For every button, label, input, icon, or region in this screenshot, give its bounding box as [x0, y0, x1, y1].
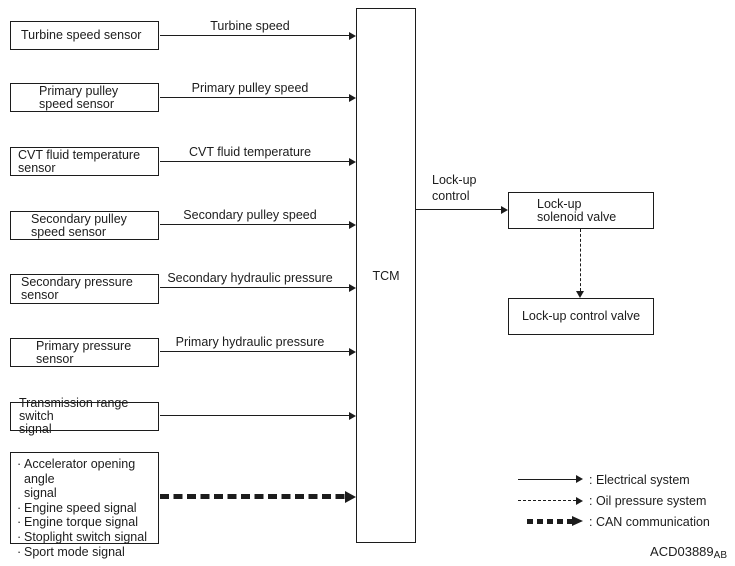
- bullet-icon: ·: [17, 544, 22, 559]
- bullet-icon: ·: [17, 515, 22, 530]
- signal-label-secondary-hydraulic-pressure: Secondary hydraulic pressure: [167, 271, 333, 285]
- box-label: Transmission range switch signal: [19, 396, 129, 436]
- arrow-secondary-hydraulic-pressure: [160, 282, 356, 293]
- box-tcm: TCM: [356, 8, 416, 543]
- arrow-cvt-fluid-temperature: [160, 156, 356, 167]
- signal-label-primary-pulley-speed: Primary pulley speed: [191, 81, 309, 95]
- box-secondary-pressure-sensor: Secondary pressure sensor: [10, 274, 159, 304]
- list-item: · Stoplight switch signal: [17, 530, 156, 545]
- bullet-icon: ·: [17, 457, 22, 471]
- arrow-lockup-control: [416, 204, 508, 215]
- arrow-turbine-speed: [160, 30, 356, 41]
- dashed-arrow-icon: [518, 497, 583, 505]
- box-secondary-pulley-speed-sensor: Secondary pulley speed sensor: [10, 211, 159, 240]
- box-primary-pulley-speed-sensor: Primary pulley speed sensor: [10, 83, 159, 112]
- box-turbine-speed-sensor: Turbine speed sensor: [10, 21, 159, 50]
- legend: : Electrical system : Oil pressure syste…: [515, 469, 710, 532]
- figure-code-main: ACD03889: [650, 544, 714, 559]
- can-signal-label: Sport mode signal: [24, 544, 125, 559]
- box-label: CVT fluid temperature sensor: [18, 147, 141, 175]
- arrow-transmission-range-switch: [160, 410, 356, 421]
- box-label: Primary pulley speed sensor: [39, 83, 119, 111]
- list-item: · Engine torque signal: [17, 515, 156, 530]
- box-lockup-solenoid-valve: Lock-up solenoid valve: [508, 192, 654, 229]
- list-item: · Accelerator opening angle signal: [17, 457, 156, 501]
- box-can-signals: · Accelerator opening angle signal · Eng…: [10, 452, 159, 559]
- arrow-can-communication: [160, 490, 356, 503]
- bold-dashed-arrow-icon: [527, 515, 583, 526]
- signal-label-cvt-fluid-temperature: CVT fluid temperature: [188, 145, 312, 159]
- arrow-secondary-pulley-speed: [160, 219, 356, 230]
- box-lockup-control-valve: Lock-up control valve: [508, 298, 654, 335]
- arrow-primary-pulley-speed: [160, 92, 356, 103]
- can-signal-label: Engine speed signal: [24, 500, 137, 515]
- legend-row-electrical: : Electrical system: [515, 469, 710, 490]
- box-cvt-fluid-temperature-sensor: CVT fluid temperature sensor: [10, 147, 159, 176]
- box-label: Lock-up solenoid valve: [537, 196, 617, 224]
- bullet-icon: ·: [17, 529, 22, 544]
- can-signal-label: Stoplight switch signal: [24, 529, 147, 544]
- list-item: · Sport mode signal: [17, 545, 156, 560]
- box-transmission-range-switch-signal: Transmission range switch signal: [10, 397, 159, 436]
- figure-code: ACD03889AB: [650, 544, 727, 561]
- legend-label-can: : CAN communication: [589, 514, 710, 529]
- solid-arrow-icon: [518, 474, 583, 485]
- can-signal-label: Accelerator opening angle signal: [24, 457, 136, 501]
- list-item: · Engine speed signal: [17, 501, 156, 516]
- box-label: Turbine speed sensor: [21, 28, 142, 42]
- arrow-primary-hydraulic-pressure: [160, 346, 356, 357]
- box-label: Secondary pressure sensor: [21, 275, 133, 302]
- box-primary-pressure-sensor: Primary pressure sensor: [10, 338, 159, 367]
- legend-label-oil-pressure: : Oil pressure system: [589, 493, 707, 508]
- signal-label-primary-hydraulic-pressure: Primary hydraulic pressure: [175, 335, 325, 349]
- box-label: Lock-up control valve: [521, 309, 641, 323]
- can-signal-label: Engine torque signal: [24, 515, 138, 530]
- signal-label-turbine-speed: Turbine speed: [210, 19, 290, 33]
- figure-code-suffix: AB: [713, 550, 727, 561]
- lockup-control-label: Lock-up control: [432, 173, 477, 203]
- legend-label-electrical: : Electrical system: [589, 472, 690, 487]
- arrow-oil-pressure: [576, 229, 585, 298]
- tcm-label: TCM: [372, 268, 400, 283]
- legend-row-oil-pressure: : Oil pressure system: [515, 490, 710, 511]
- bullet-icon: ·: [17, 500, 22, 515]
- box-label: Secondary pulley speed sensor: [31, 211, 127, 239]
- legend-row-can: : CAN communication: [515, 511, 710, 532]
- signal-label-secondary-pulley-speed: Secondary pulley speed: [183, 208, 317, 222]
- box-label: Primary pressure sensor: [36, 338, 132, 366]
